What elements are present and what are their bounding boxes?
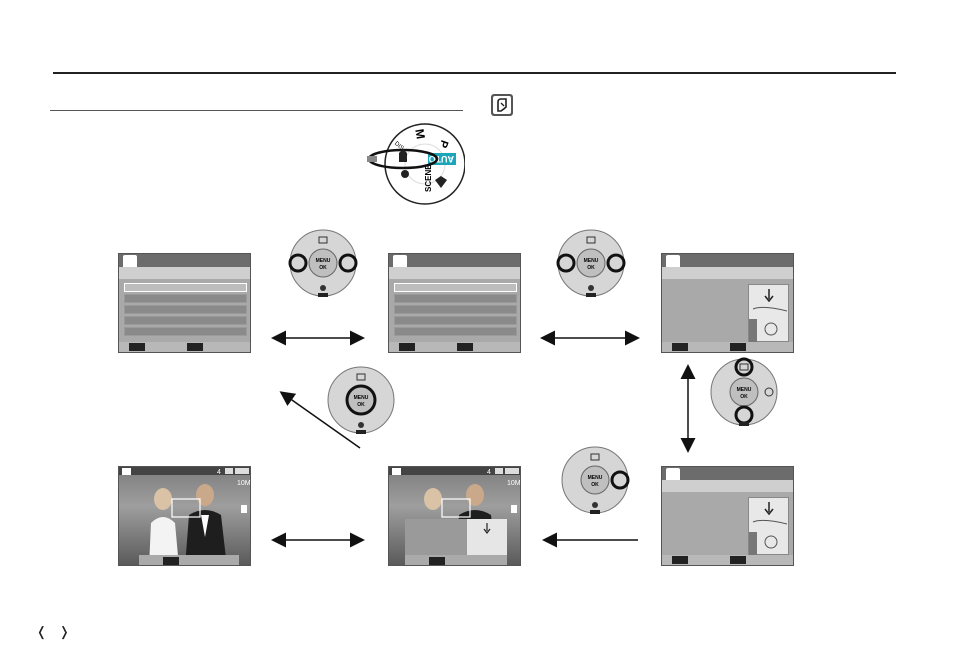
lcd-header-bar [119,254,250,267]
dpad-flash-timer-2: MENU OK [556,228,626,298]
dpad-menu-label: MENU [737,387,752,393]
note-icon [490,93,514,117]
lcd-header-bar [389,254,520,267]
lcd-menu-row [124,327,247,336]
lcd-menu-row [124,316,247,325]
page-prev-bracket: ❬ [36,624,59,639]
header-rule [53,72,896,74]
dpad-up-down: MENU OK [709,357,779,427]
photo-image-size: 10M [237,480,251,487]
lcd-guide-screen-1 [661,253,794,353]
lcd-subheader [662,267,793,279]
lcd-footer-button [730,556,746,564]
lcd-subheader [662,480,793,492]
lcd-photo-screen-2: 4 10M [388,466,521,566]
photo-shot-count: 4 [487,469,491,476]
lcd-menu-row [394,327,517,336]
lcd-guide-screen-2 [661,466,794,566]
lcd-footer-button [187,343,203,351]
dial-label-scene: SCENE [424,164,433,192]
lcd-menu-row [394,283,517,292]
dpad-menu-label: MENU [316,258,331,264]
lcd-subheader [389,267,520,279]
page-number-nav: ❬❭ [36,624,82,640]
lcd-header-bar [662,467,793,480]
lcd-footer-button [399,343,415,351]
lcd-menu-row [394,294,517,303]
lcd-subheader [119,267,250,279]
dpad-menu-label: MENU [584,258,599,264]
lcd-photo-screen-1: 4 10M [118,466,251,566]
dpad-timer: MENU OK [560,445,630,515]
dpad-menu-ok: MENU OK [326,365,396,435]
dpad-ok-label: OK [740,394,748,400]
lcd-menu-row [394,316,517,325]
dpad-ok-label: OK [587,265,595,271]
dpad-ok-label: OK [591,482,599,488]
page-next-bracket: ❭ [59,624,82,639]
lcd-mode-tab [666,468,680,480]
lcd-footer-button [457,343,473,351]
dpad-menu-label: MENU [354,395,369,401]
lcd-footer-button [129,343,145,351]
photo-image-size: 10M [507,480,521,487]
lcd-menu-screen-2 [388,253,521,353]
dpad-ok-label: OK [319,265,327,271]
lcd-guide-thumbnail [748,497,789,555]
lcd-menu-row [124,283,247,292]
mode-dial: M P AUTO SCENE DIS [355,118,465,208]
lcd-menu-row [394,305,517,314]
section-rule [50,110,463,111]
lcd-footer-button [672,556,688,564]
dpad-ok-label: OK [357,402,365,408]
lcd-mode-tab [393,255,407,267]
dpad-flash-timer-1: MENU OK [288,228,358,298]
lcd-mode-tab [123,255,137,267]
lcd-menu-row [124,294,247,303]
lcd-mode-tab [666,255,680,267]
photo-shot-count: 4 [217,469,221,476]
dpad-menu-label: MENU [588,475,603,481]
lcd-footer-button [730,343,746,351]
lcd-guide-thumbnail [748,284,789,342]
lcd-header-bar [662,254,793,267]
lcd-menu-row [124,305,247,314]
lcd-menu-screen-1 [118,253,251,353]
lcd-footer-button [672,343,688,351]
